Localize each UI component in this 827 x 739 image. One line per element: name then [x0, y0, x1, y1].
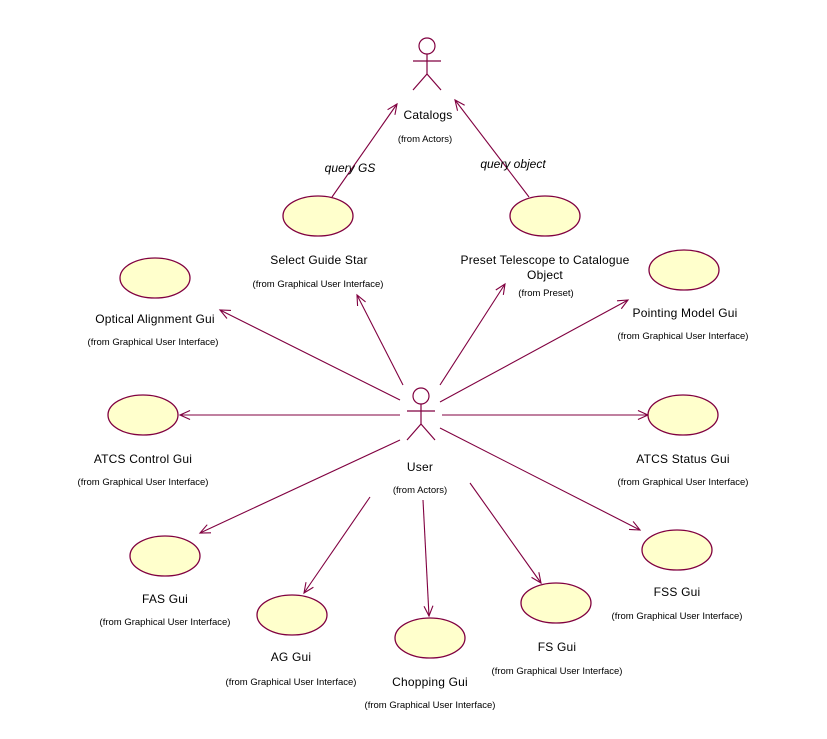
- arrowhead-icon: [454, 98, 465, 111]
- usecase-chopping-gui-package: (from Graphical User Interface): [364, 700, 496, 711]
- usecase-atcs-status-gui-name: ATCS Status Gui: [636, 452, 730, 466]
- usecase-select-guide-star-package: (from Graphical User Interface): [252, 279, 384, 290]
- actor-head: [418, 37, 436, 55]
- arrowhead-icon: [178, 410, 191, 420]
- association-user-to-atcs-status-gui: [442, 410, 650, 420]
- usecase-atcs-control-gui-package: (from Graphical User Interface): [77, 477, 209, 488]
- usecase-fs-gui-package: (from Graphical User Interface): [491, 666, 623, 677]
- usecase-select-guide-star-name: Select Guide Star: [270, 253, 368, 267]
- actor-leg-left: [412, 73, 428, 91]
- actor-head: [412, 387, 430, 405]
- arrowhead-icon: [616, 299, 630, 310]
- usecase-preset-telescope-name: Preset Telescope to Catalogue: [460, 253, 630, 267]
- association-user-to-preset-telescope: [439, 282, 506, 386]
- association-user-to-optical-alignment-gui: [218, 309, 401, 401]
- association-line: [422, 499, 430, 617]
- usecase-ag-gui-name: AG Gui: [270, 650, 312, 664]
- usecase-fas-gui-package: (from Graphical User Interface): [99, 617, 231, 628]
- usecase-ellipse-atcs-control-gui: [107, 394, 179, 436]
- usecase-pointing-model-gui-package: (from Graphical User Interface): [617, 331, 749, 342]
- usecase-pointing-model-gui-name: Pointing Model Gui: [632, 306, 738, 320]
- arrowhead-icon: [423, 605, 434, 618]
- association-user-to-pointing-model-gui: [439, 299, 630, 403]
- usecase-optical-alignment-gui-package: (from Graphical User Interface): [87, 337, 219, 348]
- association-line: [439, 427, 641, 531]
- association-user-to-fs-gui: [469, 482, 542, 585]
- association-user-to-fss-gui: [439, 427, 642, 531]
- actor-icon-catalogs: [412, 37, 442, 91]
- association-user-to-fas-gui: [198, 439, 401, 534]
- association-line: [199, 439, 401, 534]
- arrowhead-icon: [198, 524, 212, 534]
- usecase-fss-gui-name: FSS Gui: [653, 585, 701, 599]
- association-preset-telescope-to-catalogs: [454, 98, 530, 198]
- association-user-to-atcs-control-gui: [178, 410, 400, 420]
- association-line: [303, 496, 371, 594]
- usecase-ellipse-ag-gui: [256, 594, 328, 636]
- association-line: [439, 283, 506, 386]
- arrowhead-icon: [218, 309, 232, 319]
- usecase-ellipse-fss-gui: [641, 529, 713, 571]
- arrowhead-icon: [387, 102, 398, 115]
- association-line: [219, 309, 401, 401]
- usecase-ellipse-fs-gui: [520, 582, 592, 624]
- association-line: [331, 103, 398, 198]
- association-line: [469, 482, 542, 584]
- usecase-preset-telescope-name-line2: Object: [527, 268, 563, 282]
- actor-leg-right: [420, 423, 436, 441]
- arrowhead-icon: [628, 521, 642, 531]
- arrowhead-icon: [303, 582, 314, 595]
- actor-catalogs-package: (from Actors): [397, 134, 453, 145]
- usecase-ellipse-select-guide-star: [282, 195, 354, 237]
- usecase-ellipse-pointing-model-gui: [648, 249, 720, 291]
- arrowhead-icon: [531, 572, 542, 585]
- actor-icon-user: [406, 387, 436, 441]
- usecase-fs-gui-name: FS Gui: [537, 640, 577, 654]
- assoc-label-query-gs: query GS: [324, 161, 376, 175]
- actor-catalogs-name: Catalogs: [403, 108, 453, 122]
- association-select-guide-star-to-catalogs: [331, 102, 398, 198]
- usecase-optical-alignment-gui-name: Optical Alignment Gui: [95, 312, 215, 326]
- association-line: [356, 294, 404, 386]
- usecase-ellipse-fas-gui: [129, 535, 201, 577]
- association-line: [439, 299, 629, 403]
- association-user-to-select-guide-star: [356, 293, 404, 386]
- usecase-fss-gui-package: (from Graphical User Interface): [611, 611, 743, 622]
- association-user-to-ag-gui: [303, 496, 371, 595]
- arrowhead-icon: [356, 293, 366, 307]
- actor-user-package: (from Actors): [392, 485, 448, 496]
- usecase-ag-gui-package: (from Graphical User Interface): [225, 677, 357, 688]
- arrowhead-icon: [495, 282, 506, 295]
- association-user-to-chopping-gui: [422, 499, 434, 618]
- actor-user-name: User: [406, 460, 434, 474]
- usecase-chopping-gui-name: Chopping Gui: [392, 675, 468, 689]
- assoc-label-query-object: query object: [480, 157, 546, 171]
- usecase-atcs-control-gui-name: ATCS Control Gui: [93, 452, 193, 466]
- usecase-ellipse-optical-alignment-gui: [119, 257, 191, 299]
- association-line: [454, 99, 530, 198]
- usecase-fas-gui-name: FAS Gui: [141, 592, 189, 606]
- actor-leg-left: [406, 423, 422, 441]
- usecase-ellipse-preset-telescope: [509, 195, 581, 237]
- usecase-preset-telescope-package: (from Preset): [518, 288, 574, 299]
- usecase-ellipse-atcs-status-gui: [647, 394, 719, 436]
- actor-leg-right: [426, 73, 442, 91]
- usecase-atcs-status-gui-package: (from Graphical User Interface): [617, 477, 749, 488]
- usecase-ellipse-chopping-gui: [394, 617, 466, 659]
